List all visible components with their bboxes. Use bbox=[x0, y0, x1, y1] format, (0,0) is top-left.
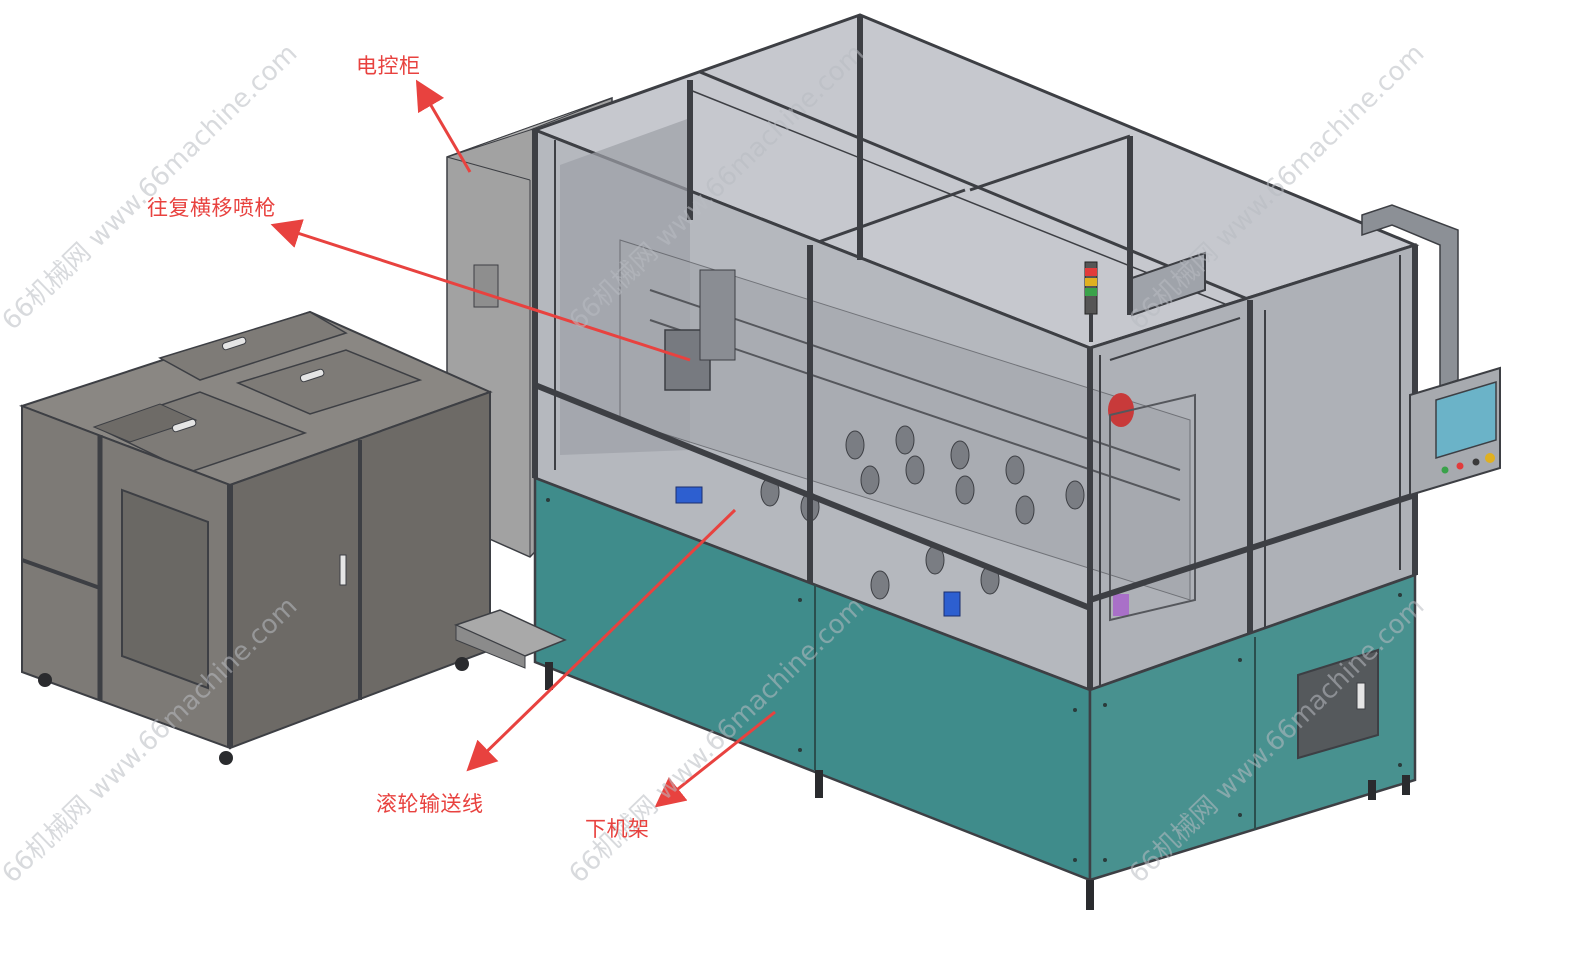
arrow-spray-gun bbox=[270, 219, 691, 362]
annotation-arrows bbox=[270, 79, 776, 808]
arrow-conveyor bbox=[466, 508, 737, 772]
label-electric-cabinet: 电控柜 bbox=[356, 54, 421, 78]
arrow-cabinet bbox=[415, 79, 472, 173]
label-spray-gun: 往复横移喷枪 bbox=[147, 196, 276, 220]
label-roller-conveyor: 滚轮输送线 bbox=[376, 792, 484, 816]
coating-machine bbox=[453, 13, 1501, 910]
storage-cabinet bbox=[18, 310, 493, 765]
label-lower-frame: 下机架 bbox=[585, 817, 650, 841]
arrow-frame bbox=[654, 710, 776, 808]
